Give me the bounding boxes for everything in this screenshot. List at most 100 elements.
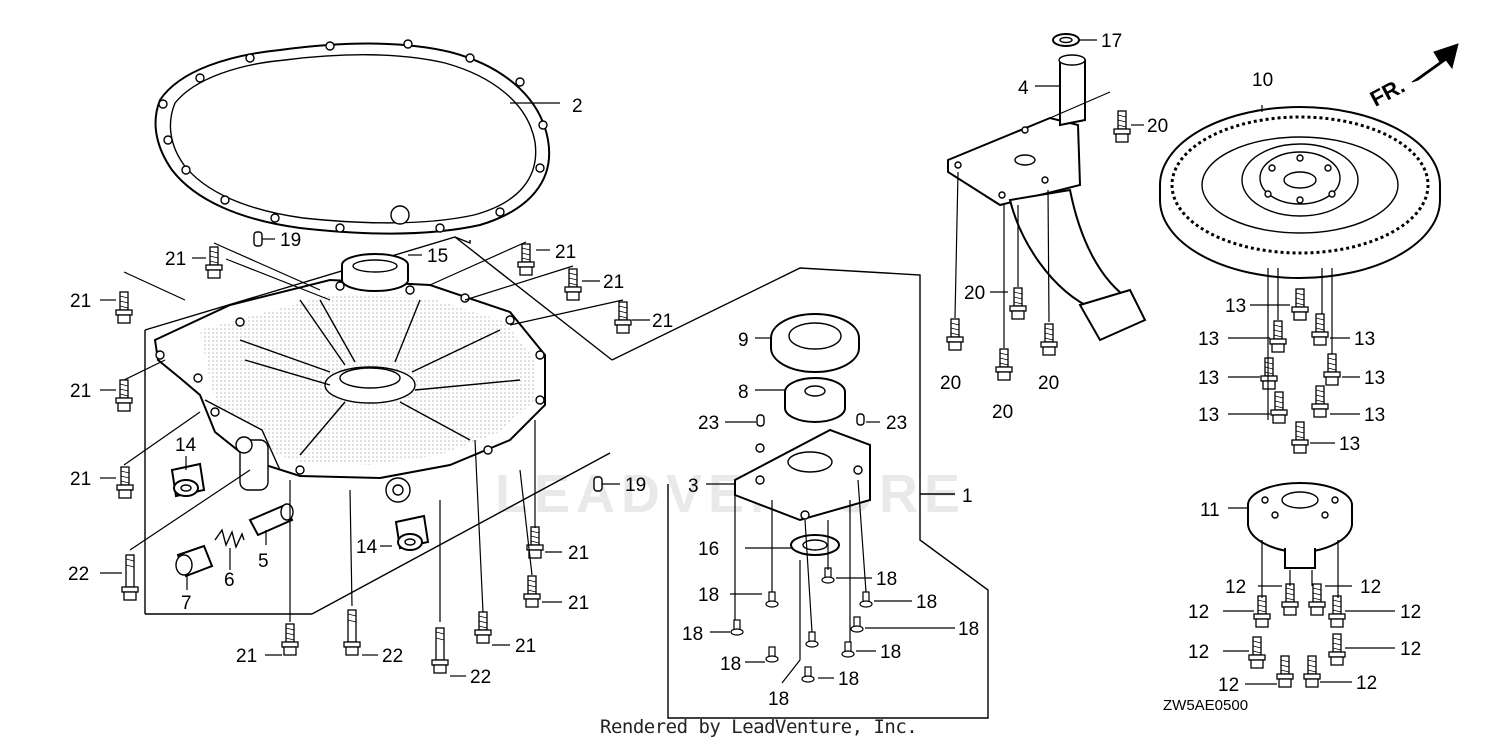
callout-14-a: 14 (175, 435, 197, 456)
callout-21-c: 21 (603, 272, 624, 293)
callout-21-i: 21 (568, 593, 589, 614)
pump-bolts (730, 567, 873, 683)
callout-9: 9 (738, 330, 749, 351)
callout-20-a: 20 (1147, 116, 1168, 137)
crankcase-cover (153, 278, 546, 503)
callout-8: 8 (738, 382, 749, 403)
callout-20-e: 20 (992, 402, 1013, 423)
callout-18-g: 18 (720, 654, 741, 675)
front-arrow-icon (1411, 43, 1459, 83)
hub-bolts (1248, 583, 1346, 688)
drain-plug-bottom (394, 514, 430, 551)
sealing-bolt (175, 544, 214, 578)
callout-18-b: 18 (698, 585, 719, 606)
front-marker-text: FR. (1366, 73, 1409, 112)
callout-13-h: 13 (1339, 434, 1360, 455)
callout-13-e: 13 (1364, 368, 1385, 389)
drain-plug-left (170, 462, 206, 498)
callout-23-b: 23 (886, 413, 907, 434)
relief-valve (248, 503, 294, 537)
outer-rotor (770, 313, 860, 373)
oil-pipe (947, 54, 1147, 342)
callout-12-b: 12 (1360, 577, 1381, 598)
relief-spring (214, 528, 245, 550)
leader-lines-left (100, 102, 650, 677)
callout-17: 17 (1101, 31, 1122, 52)
callout-21-k: 21 (236, 646, 257, 667)
callout-18-e: 18 (958, 619, 979, 640)
gasket (154, 39, 551, 235)
callout-7: 7 (181, 593, 192, 614)
watermark-text: LEADVENTURE (495, 464, 966, 524)
callout-21-f: 21 (70, 381, 91, 402)
callout-20-d: 20 (1038, 373, 1059, 394)
callout-19-a: 19 (280, 230, 301, 251)
leader-lines-flywheel (1228, 105, 1360, 444)
dowel-pin-top (253, 231, 263, 247)
callout-21-a: 21 (165, 249, 186, 270)
callout-16: 16 (698, 539, 719, 560)
callout-18-f: 18 (880, 642, 901, 663)
inner-rotor (784, 377, 846, 423)
callout-18-a: 18 (876, 569, 897, 590)
callout-10: 10 (1252, 70, 1273, 91)
callout-18-c: 18 (916, 592, 937, 613)
callout-19-b: 19 (625, 475, 646, 496)
diagram-code: ZW5AE0500 (1163, 697, 1249, 714)
callout-12-d: 12 (1400, 602, 1421, 623)
callout-13-a: 13 (1225, 296, 1246, 317)
callout-4: 4 (1018, 78, 1029, 99)
callout-22-a: 22 (68, 564, 89, 585)
callout-12-h: 12 (1356, 673, 1377, 694)
callout-21-h: 21 (568, 543, 589, 564)
callout-21-j: 21 (515, 636, 536, 657)
flywheel-bolts (1260, 288, 1341, 454)
left-assembly-frame (144, 236, 613, 615)
callout-20-c: 20 (940, 373, 961, 394)
footer-credit: Rendered by LeadVenture, Inc. (600, 716, 918, 738)
callout-21-g: 21 (70, 469, 91, 490)
callout-13-g: 13 (1364, 405, 1385, 426)
callout-21-b: 21 (555, 242, 576, 263)
callout-13-d: 13 (1198, 368, 1219, 389)
callout-12-e: 12 (1188, 642, 1209, 663)
callout-18-i: 18 (768, 689, 789, 710)
callout-12-g: 12 (1218, 675, 1239, 696)
callout-21-e: 21 (652, 311, 673, 332)
pump-group-frame (611, 267, 989, 719)
callout-1: 1 (962, 486, 973, 507)
callout-6: 6 (224, 570, 235, 591)
callout-23-a: 23 (698, 413, 719, 434)
callout-13-c: 13 (1354, 329, 1375, 350)
pump-pin-right (856, 413, 865, 426)
leader-lines-pipe (954, 39, 1144, 348)
callout-11: 11 (1200, 500, 1220, 521)
pump-seal (790, 534, 840, 556)
leader-lines-hub (1223, 507, 1395, 685)
callout-12-c: 12 (1188, 602, 1209, 623)
oil-seal (341, 253, 409, 292)
callout-13-f: 13 (1198, 405, 1219, 426)
callout-13-b: 13 (1198, 329, 1219, 350)
flywheel-hub (1247, 482, 1353, 569)
dowel-pin-lower (593, 476, 603, 492)
callout-18-d: 18 (682, 624, 703, 645)
callout-15: 15 (427, 246, 448, 267)
callout-22-b: 22 (382, 646, 403, 667)
callout-14-b: 14 (356, 537, 378, 558)
o-ring (1052, 33, 1080, 47)
callout-3: 3 (688, 476, 699, 497)
callout-20-b: 20 (964, 283, 985, 304)
callout-2: 2 (572, 96, 583, 117)
callout-12-a: 12 (1225, 577, 1246, 598)
callout-labels: 1 2 3 4 5 6 7 8 9 10 11 12 12 12 12 12 1… (68, 31, 1421, 710)
callout-18-h: 18 (838, 669, 859, 690)
callout-22-c: 22 (470, 667, 491, 688)
callout-5: 5 (258, 551, 269, 572)
callout-12-f: 12 (1400, 639, 1421, 660)
pump-pin-left (756, 414, 765, 427)
callout-21-d: 21 (70, 291, 91, 312)
flywheel (1159, 106, 1441, 279)
pump-cover (734, 428, 871, 522)
